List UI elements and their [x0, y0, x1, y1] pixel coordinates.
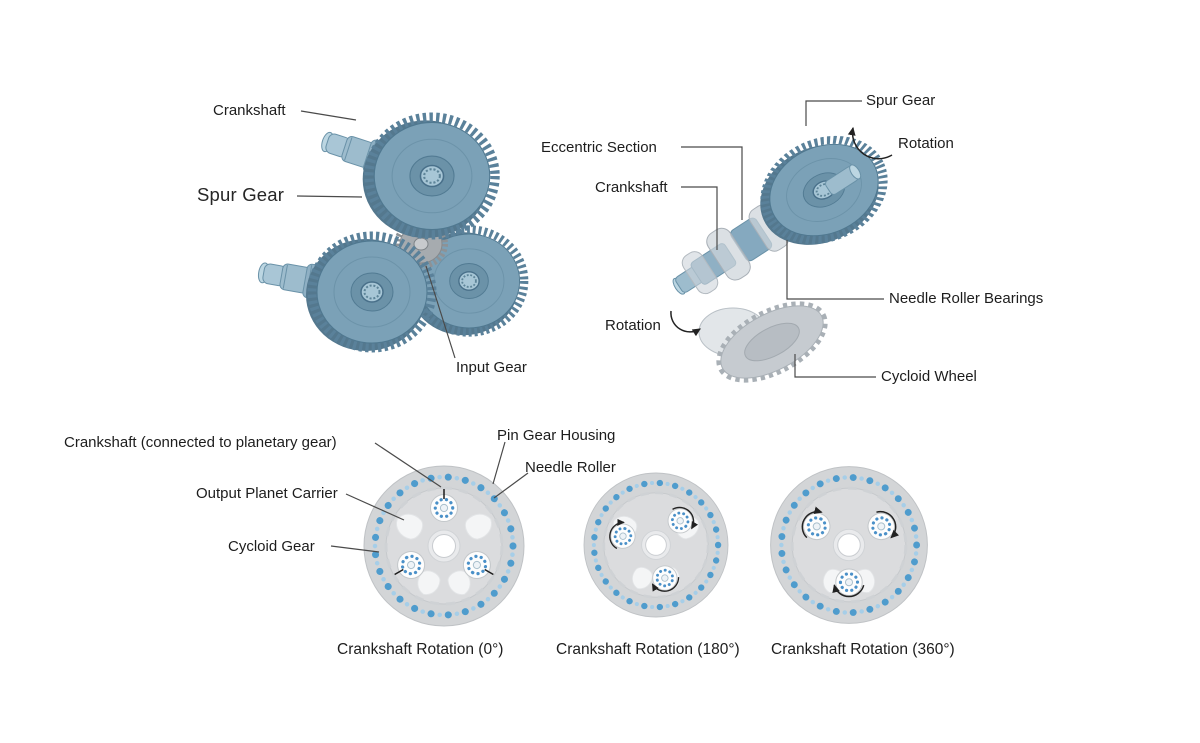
- leader-crankshaft-planetary: [374, 442, 442, 488]
- spur-gear-set-illustration: [255, 117, 524, 351]
- label-spur-gear-tl: Spur Gear: [197, 184, 285, 205]
- leader-eccentric-section: [681, 146, 743, 220]
- label-rotation-top: Rotation: [898, 135, 954, 152]
- label-eccentric-section: Eccentric Section: [541, 139, 657, 156]
- leader-crankshaft-tl: [300, 110, 357, 121]
- cycloid-disc-180deg: [584, 473, 728, 617]
- leader-output-planet-carrier: [345, 493, 405, 521]
- leader-crankshaft-tr: [681, 186, 718, 250]
- caption-rotation-180: Crankshaft Rotation (180°): [556, 641, 740, 658]
- rotation-arrow-bottom-icon: [670, 310, 701, 337]
- needle-roller-bearing-shape: [706, 227, 751, 281]
- label-cycloid-wheel: Cycloid Wheel: [881, 368, 977, 385]
- leader-needle-roller: [493, 472, 529, 499]
- cycloid-wheel-illustration: [716, 301, 828, 383]
- leader-cycloid-wheel: [794, 354, 876, 378]
- label-crankshaft-tl: Crankshaft: [213, 102, 286, 119]
- leader-pin-gear-housing: [492, 441, 506, 485]
- leader-cycloid-gear: [330, 545, 380, 553]
- leader-needle-roller-bearings: [786, 240, 884, 300]
- leader-input-gear: [425, 265, 456, 359]
- leader-spur-gear-tl: [296, 195, 363, 198]
- label-cycloid-gear: Cycloid Gear: [228, 538, 315, 555]
- rotation-arrow-top-icon: [847, 126, 893, 160]
- label-input-gear: Input Gear: [456, 359, 527, 376]
- label-spur-gear-tr: Spur Gear: [866, 92, 936, 109]
- label-needle-roller: Needle Roller: [525, 459, 616, 476]
- cycloid-disc-0deg: [364, 466, 524, 626]
- label-rotation-bottom: Rotation: [605, 317, 661, 334]
- leader-spur-gear-tr: [805, 100, 862, 126]
- label-crankshaft-tr: Crankshaft: [595, 179, 668, 196]
- crankshaft-assembly-illustration: [670, 122, 900, 383]
- cycloid-disc-360deg: [771, 467, 928, 624]
- caption-rotation-360: Crankshaft Rotation (360°): [771, 641, 955, 658]
- leader-lines: [296, 100, 884, 553]
- label-pin-gear-housing: Pin Gear Housing: [497, 427, 616, 444]
- label-output-planet-carrier: Output Planet Carrier: [196, 485, 338, 502]
- label-crankshaft-planetary: Crankshaft (connected to planetary gear): [64, 434, 337, 451]
- caption-rotation-0: Crankshaft Rotation (0°): [337, 641, 504, 658]
- label-needle-roller-bearings: Needle Roller Bearings: [889, 290, 1044, 307]
